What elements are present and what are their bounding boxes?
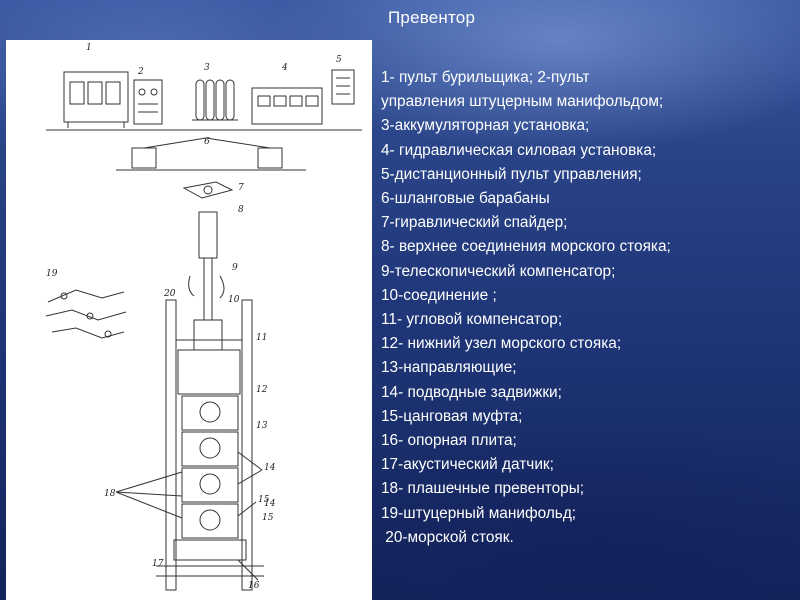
legend-line: 20-морской стояк. <box>381 528 514 546</box>
legend-line: 10-соединение ; <box>381 286 497 304</box>
legend-line: 18- плашечные превенторы; <box>381 480 585 498</box>
callout-17: 17 <box>152 559 164 569</box>
callout-15a: 15 <box>258 495 270 505</box>
legend-line: 16- опорная плита; <box>381 432 517 450</box>
callout-18: 18 <box>104 489 116 499</box>
callout-14b: 14 <box>264 499 276 509</box>
legend-line: 4- гидравлическая силовая установка; <box>381 141 657 159</box>
preventer-drawing: 1 2 3 4 5 6 7 8 9 10 11 12 13 14 14 15 1… <box>45 43 362 591</box>
callout-14a: 14 <box>264 463 276 473</box>
callout-11: 11 <box>256 333 267 343</box>
accumulator-drawing <box>192 79 238 121</box>
preventer-diagram: 1 2 3 4 5 6 7 8 9 10 11 12 13 14 14 15 1… <box>6 40 372 600</box>
legend-line: управления штуцерным манифольдом; <box>381 93 664 111</box>
legend-line: 5-дистанционный пульт управления; <box>381 165 642 183</box>
legend-line: 15-цанговая муфта; <box>381 407 523 425</box>
callout-3: 3 <box>204 63 210 73</box>
guide-frame-drawing <box>165 299 253 591</box>
callout-9: 9 <box>232 263 238 273</box>
callout-20: 20 <box>163 289 176 299</box>
callout-7: 7 <box>238 183 244 193</box>
callout-2: 2 <box>137 67 144 77</box>
callout-13: 13 <box>256 421 268 431</box>
legend-line: 11- угловой компенсатор; <box>381 311 563 329</box>
legend-line: 12- нижний узел морского стояка; <box>381 335 622 353</box>
choke-panel-drawing <box>133 79 163 125</box>
hose-reels-drawing <box>116 137 306 171</box>
callout-19: 19 <box>46 269 58 279</box>
legend-line: 19-штуцерный манифольд; <box>381 504 577 522</box>
callout-8: 8 <box>238 205 244 215</box>
choke-manifold-drawing <box>45 289 127 339</box>
callout-15b: 15 <box>262 513 274 523</box>
callout-16: 16 <box>248 581 260 591</box>
hydraulic-unit-drawing <box>251 87 323 125</box>
spider-drawing <box>182 181 234 199</box>
legend-line: 14- подводные задвижки; <box>381 383 562 401</box>
legend-line: 17-акустический датчик; <box>381 456 554 474</box>
driller-console-drawing <box>63 71 129 128</box>
legend-line: 9-телескопический компенсатор; <box>381 262 616 280</box>
callout-4: 4 <box>281 63 288 73</box>
callout-12: 12 <box>256 385 268 395</box>
legend-line: 6-шланговые барабаны <box>381 190 550 208</box>
callout-1: 1 <box>86 43 92 53</box>
legend-line: 3-аккумуляторная установка; <box>381 117 590 135</box>
riser-column-drawing <box>188 211 225 351</box>
bop-stack-drawing <box>156 349 264 581</box>
legend-line: 8- верхнее соединения морского стояка; <box>381 238 671 256</box>
slide-title: Превентор <box>388 8 476 27</box>
callout-5: 5 <box>336 55 342 65</box>
callout-10: 10 <box>228 295 240 305</box>
legend-line: 13-направляющие; <box>381 359 517 377</box>
component-legend: 1- пульт бурильщика; 2-пульт управления … <box>381 66 791 550</box>
legend-line: 1- пульт бурильщика; 2-пульт <box>381 69 590 86</box>
legend-line: 7-гиравлический спайдер; <box>381 214 568 232</box>
remote-panel-drawing <box>331 69 355 105</box>
callout-6: 6 <box>204 137 210 147</box>
